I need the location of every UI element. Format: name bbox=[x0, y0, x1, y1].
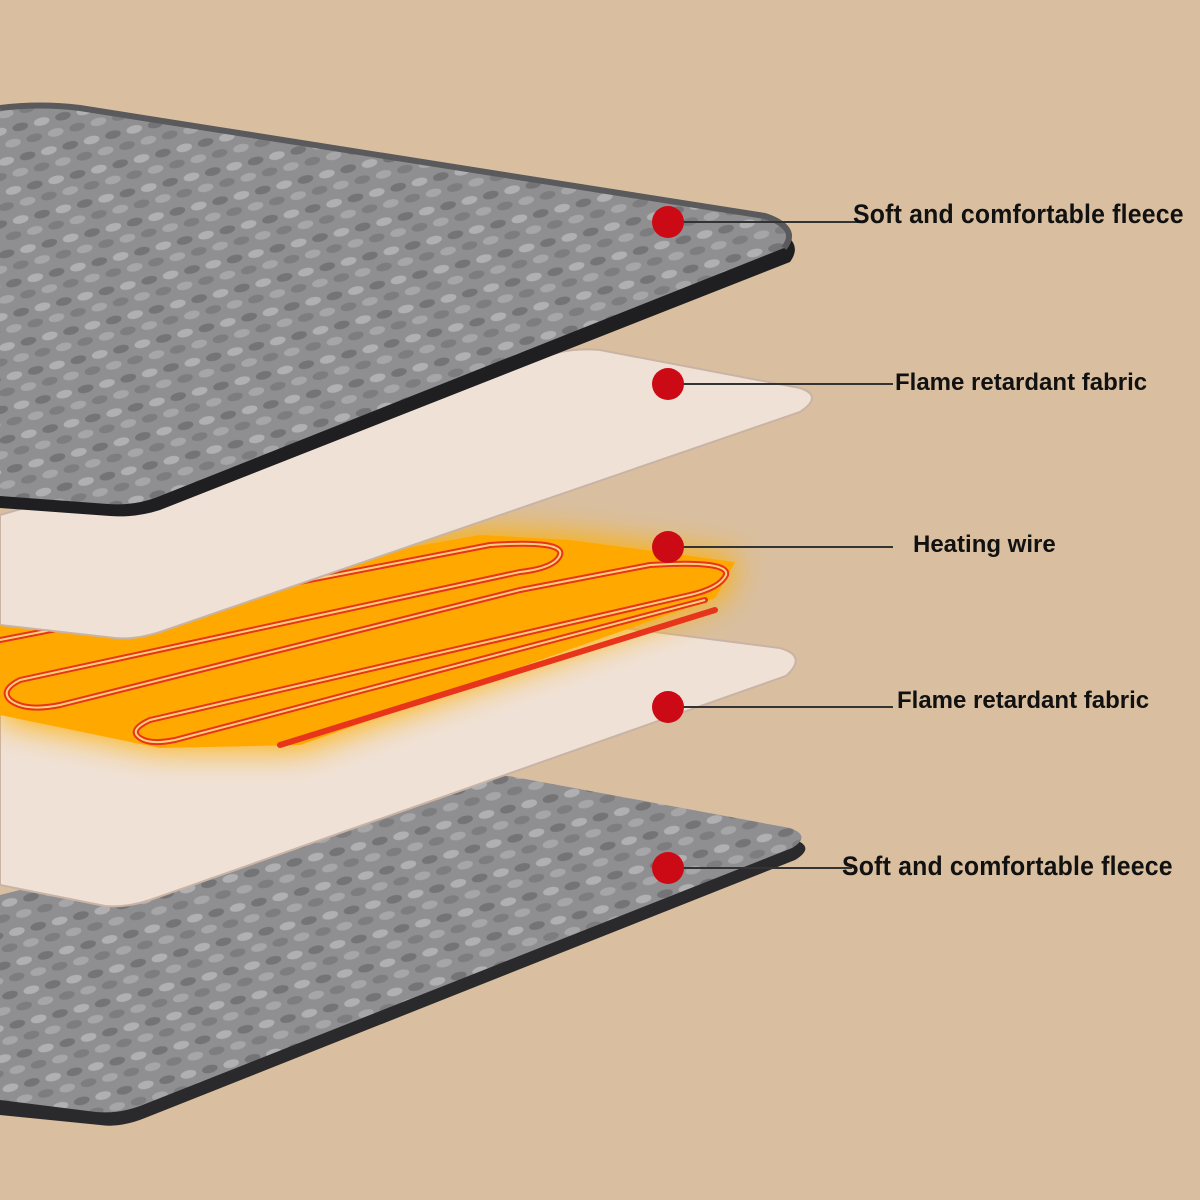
red-dot-marker bbox=[652, 206, 684, 238]
label-bottom-fleece: Soft and comfortable fleece bbox=[842, 853, 1173, 880]
leader-lines bbox=[668, 222, 893, 868]
red-dot-marker bbox=[652, 531, 684, 563]
red-dot-marker bbox=[652, 691, 684, 723]
label-heating-wire: Heating wire bbox=[913, 533, 1056, 557]
label-lower-fabric: Flame retardant fabric bbox=[897, 689, 1149, 713]
red-dot-marker bbox=[652, 852, 684, 884]
red-dot-marker bbox=[652, 368, 684, 400]
label-upper-fabric: Flame retardant fabric bbox=[895, 371, 1147, 395]
label-top-fleece: Soft and comfortable fleece bbox=[853, 201, 1184, 228]
